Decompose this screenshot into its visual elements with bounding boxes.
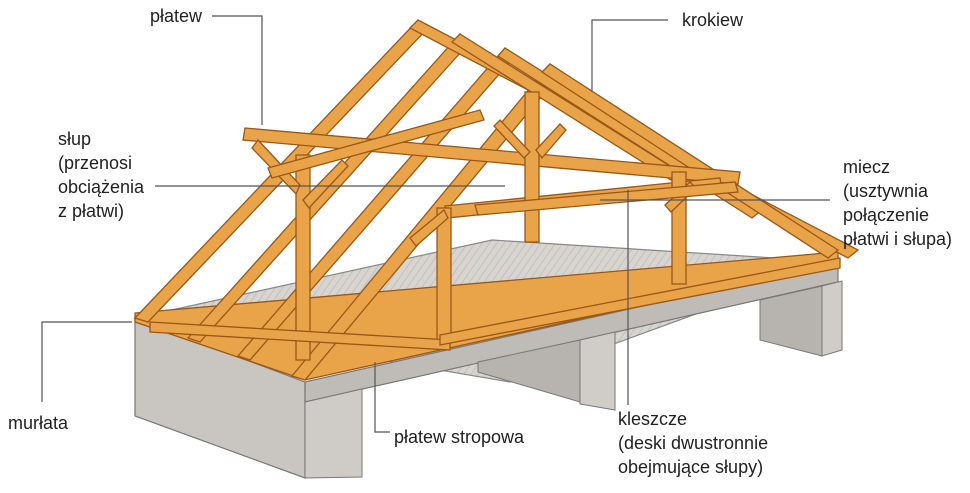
label-slup-line4: z płatwi) xyxy=(58,201,125,221)
label-miecz-line3: połączenie xyxy=(843,205,930,225)
label-kleszcze-line2: (deski dwustronnie xyxy=(618,433,769,453)
label-miecz: miecz xyxy=(843,157,891,177)
label-murlata: murłata xyxy=(8,413,69,433)
label-slup-line3: obciążenia xyxy=(58,177,145,197)
label-platew-stropowa: płatew stropowa xyxy=(394,427,525,447)
label-kleszcze: kleszcze xyxy=(618,409,688,429)
label-slup-line2: (przenosi xyxy=(58,153,133,173)
label-slup: słup xyxy=(58,129,92,149)
timber-frame xyxy=(133,19,860,381)
label-kleszcze-line3: obejmujące słupy) xyxy=(618,457,764,477)
label-krokiew: krokiew xyxy=(682,10,744,30)
leader-lines xyxy=(41,15,830,433)
label-miecz-line2: (usztywnia xyxy=(843,181,929,201)
label-miecz-line4: płatwi i słupa) xyxy=(843,229,953,249)
label-platew: płatew xyxy=(150,6,203,26)
